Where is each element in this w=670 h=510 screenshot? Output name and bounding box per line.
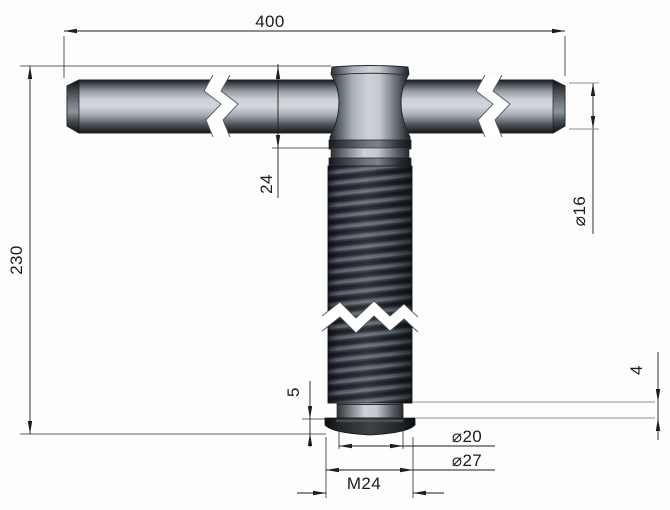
dim-cap-height-label: 5 — [284, 387, 303, 397]
handle-right-endcap — [552, 79, 566, 134]
handle-break-right-edge2 — [492, 74, 511, 138]
handle-break-left — [204, 75, 238, 137]
threaded-shaft-shading — [328, 166, 412, 403]
dim-overall-height-label: 230 — [7, 245, 26, 275]
handle-left-endcap — [66, 79, 80, 134]
dim-handle-dia-arrow-bottom — [590, 116, 596, 129]
handle-break-right-edge — [475, 74, 494, 138]
part-views — [66, 65, 566, 436]
dim-tip-dia-arrow-right — [390, 443, 403, 449]
hub-body — [329, 65, 411, 142]
shaft-break-top-edge — [321, 300, 419, 319]
dim-thread-arrow-right — [413, 490, 426, 496]
dim-head-height-arrow-top — [275, 66, 281, 79]
dim-overall-length-arrow-right — [552, 28, 565, 34]
dome-cap — [324, 417, 416, 436]
shaft-break-bottom-edge — [321, 315, 419, 334]
dome-cap-highlight — [336, 419, 404, 423]
dim-tip-height-label: 4 — [627, 365, 646, 375]
dim-cap-height-arrow-upper — [307, 406, 313, 419]
collar-upper-ring — [328, 139, 412, 150]
collar-lower-ring — [328, 157, 412, 167]
dim-tip-dia-label: ⌀20 — [452, 427, 482, 446]
dim-cap-dia-arrow-right — [400, 467, 413, 473]
dim-head-height-label: 24 — [257, 174, 276, 194]
pilot-tip — [336, 402, 404, 419]
dim-tip-height-arrow-upper — [655, 389, 661, 402]
dim-thread-arrow-left — [313, 490, 326, 496]
dim-cap-height-arrow-lower — [307, 433, 313, 446]
dim-head-height-arrow-bottom — [275, 135, 281, 148]
dimension-annotations: 400 230 24 ⌀16 4 5 — [7, 12, 661, 498]
dim-overall-height-arrow-top — [27, 66, 33, 79]
dim-handle-dia-arrow-top — [590, 83, 596, 96]
dim-thread-label: M24 — [347, 474, 381, 493]
handle-break-left-edge2 — [220, 74, 239, 138]
handle-break-left-edge — [203, 74, 222, 138]
dim-cap-dia-arrow-left — [326, 467, 339, 473]
dim-overall-length-label: 400 — [255, 12, 285, 31]
shaft-break — [322, 301, 418, 333]
dim-tip-dia-arrow-left — [339, 443, 352, 449]
dim-tip-height-arrow-lower — [655, 418, 661, 431]
dim-overall-height-arrow-bottom — [27, 421, 33, 434]
dim-cap-dia-label: ⌀27 — [452, 451, 482, 470]
dim-handle-dia-label: ⌀16 — [570, 196, 589, 226]
handle-break-right — [476, 75, 510, 137]
hub-top-chamfer-line — [332, 72, 408, 76]
dim-overall-length-arrow-left — [64, 28, 77, 34]
